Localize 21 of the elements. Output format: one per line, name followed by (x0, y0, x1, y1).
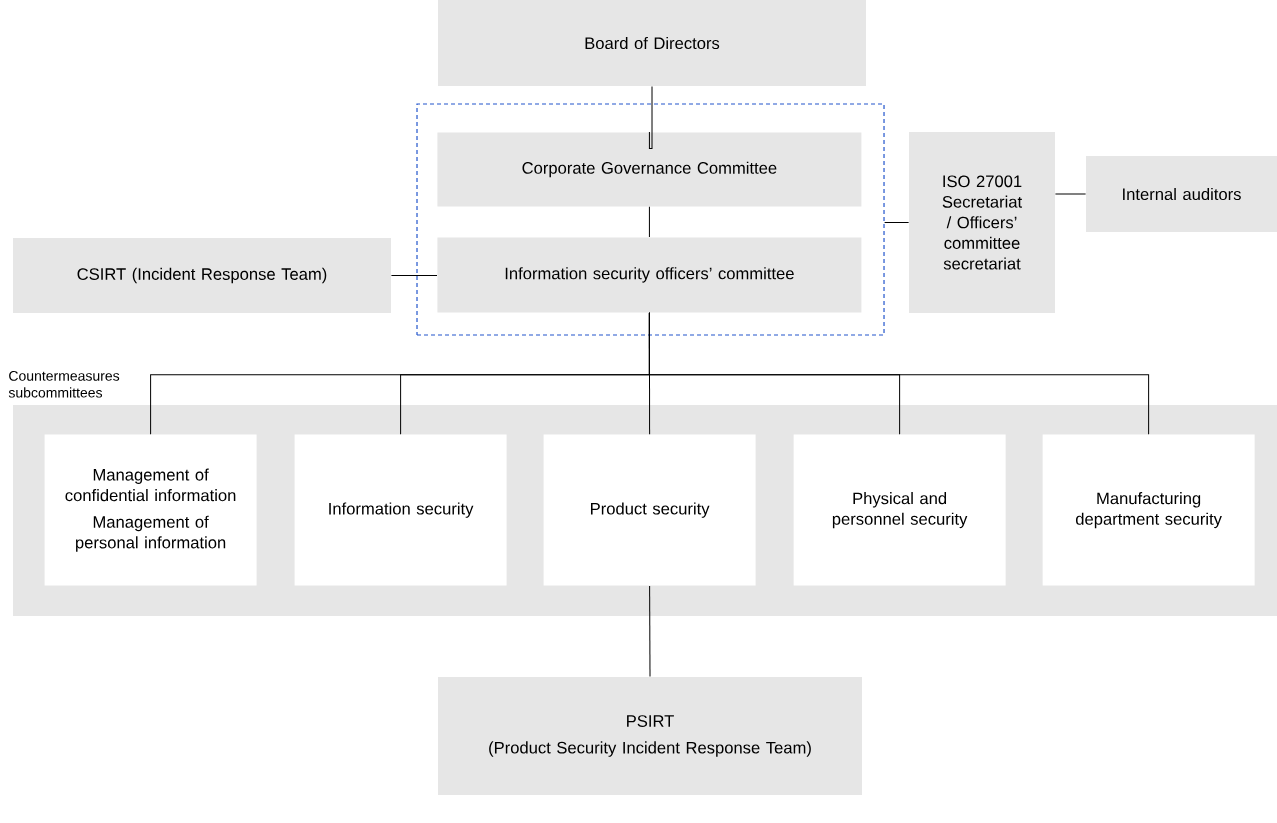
connector-line (648, 85, 653, 149)
dashed-group-frame (416, 103, 885, 336)
committee-box: Information security officers’ committee (437, 237, 862, 313)
subcommittee-box: Management of confidential information Management of personal information (44, 434, 257, 586)
node-label: Countermeasures subcommittees (8, 370, 120, 398)
subcommittee-box: Product security (543, 434, 756, 586)
connector-line (649, 585, 651, 678)
committee-box: Corporate Governance Committee (437, 132, 862, 207)
committee-box: ISO 27001 Secretariat / Officers’ committee secretariat (909, 132, 1055, 313)
connector-line (648, 206, 650, 238)
subcommittee-box: Manufacturing department security (1042, 434, 1255, 586)
subcommittee-box: Information security (294, 434, 507, 586)
connector-line (390, 275, 438, 276)
committee-box: Board of Directors (438, 0, 866, 86)
connector-line (1054, 193, 1087, 195)
committee-box: PSIRT (Product Security Incident Response Team) (438, 677, 862, 795)
committee-box: Internal auditors (1086, 156, 1277, 232)
committee-box: CSIRT (Incident Response Team) (13, 238, 391, 313)
subcommittee-box: Physical and personnel security (793, 434, 1006, 586)
connector-line (884, 222, 910, 223)
connector-line (648, 312, 1150, 435)
